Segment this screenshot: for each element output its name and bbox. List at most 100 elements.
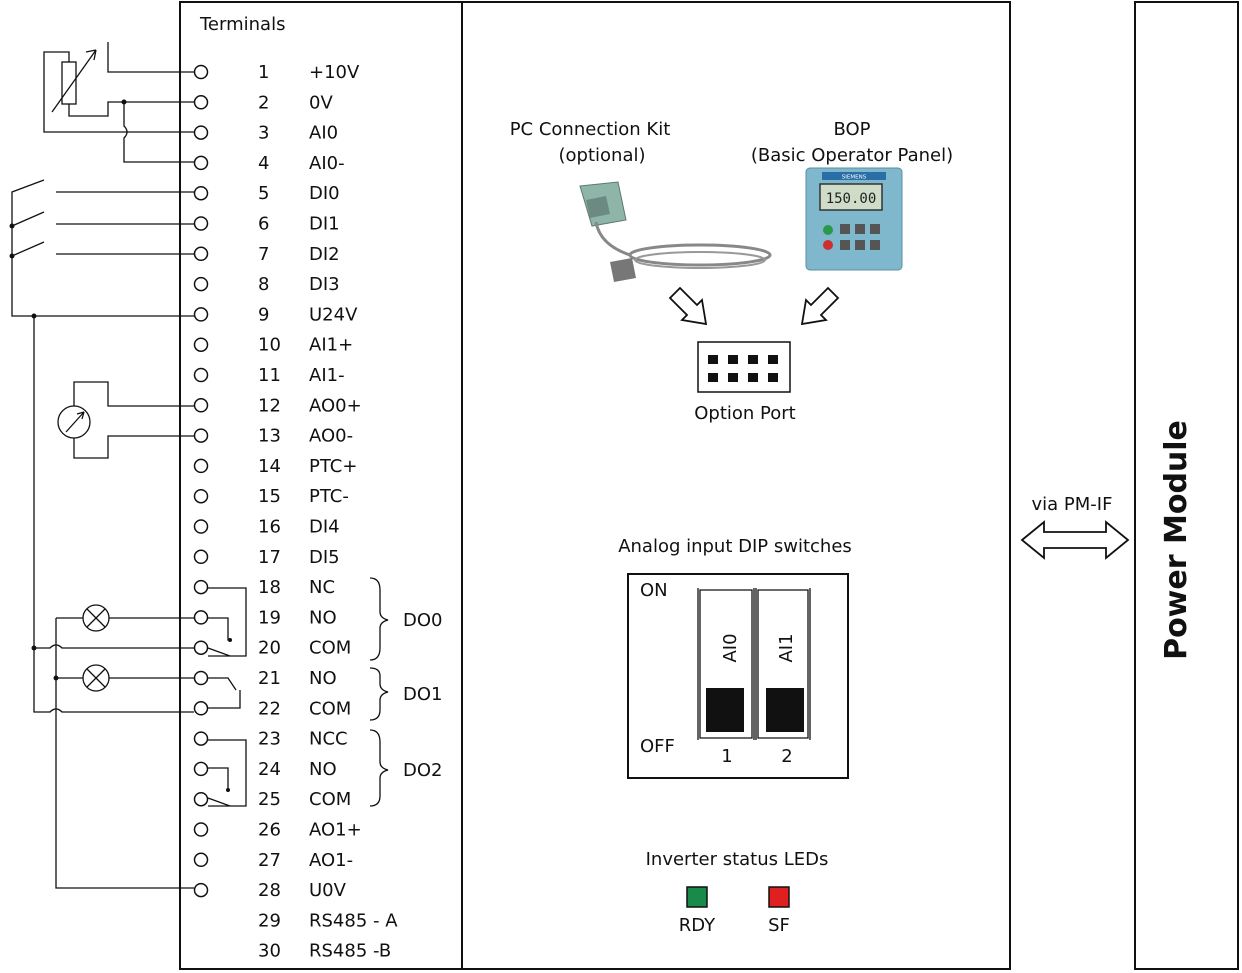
terminal-13-name: AO0-	[309, 426, 353, 447]
terminal-15-number: 15	[258, 486, 281, 507]
terminal-12-screw	[193, 398, 209, 413]
dip-sw2-label: AI1	[776, 633, 797, 662]
pc-kit-image	[579, 181, 772, 282]
terminal-3-screw	[193, 125, 209, 140]
terminal-23-name: NCC	[309, 729, 348, 750]
terminal-30-name: RS485 -B	[309, 941, 391, 962]
interface-label: via PM-IF	[1032, 494, 1113, 515]
terminal-8-screw	[193, 276, 209, 292]
dip-switch-1[interactable]: AI0	[697, 588, 755, 740]
terminal-21-name: NO	[309, 668, 337, 689]
power-module-label: Power Module	[1159, 420, 1194, 660]
relay-label-do2: DO2	[403, 760, 442, 781]
external-wiring	[9, 42, 247, 889]
bop-image: SIEMENS 150.00	[805, 167, 903, 271]
terminal-28-name: U0V	[309, 880, 347, 901]
terminal-13-screw	[193, 428, 209, 443]
terminal-25-screw	[193, 791, 209, 807]
terminal-8-name: DI3	[309, 274, 340, 295]
terminal-7-number: 7	[258, 244, 269, 265]
bop-display: 150.00	[826, 191, 877, 207]
terminal-18-number: 18	[258, 577, 281, 598]
dip-switch-2[interactable]: AI1	[755, 588, 811, 740]
terminal-6-name: DI1	[309, 214, 340, 235]
terminal-6-screw	[193, 216, 209, 231]
terminal-1-screw	[193, 64, 209, 80]
terminal-5-number: 5	[258, 183, 269, 204]
terminal-12-name: AO0+	[309, 395, 362, 416]
bop-subtitle: (Basic Operator Panel)	[751, 145, 953, 166]
terminal-18-name: NC	[309, 577, 335, 598]
terminal-25-name: COM	[309, 789, 351, 810]
terminal-30-number: 30	[258, 941, 281, 962]
terminal-3-number: 3	[258, 123, 269, 144]
terminals-header: Terminals	[199, 14, 285, 35]
terminal-5-name: DI0	[309, 183, 340, 204]
terminal-13-number: 13	[258, 426, 281, 447]
meter-icon	[57, 405, 91, 439]
terminal-12-number: 12	[258, 395, 281, 416]
terminal-29-name: RS485 - A	[309, 910, 398, 931]
terminal-28-number: 28	[258, 880, 281, 901]
terminal-5-screw	[193, 185, 209, 201]
terminal-19-name: NO	[309, 607, 337, 628]
terminal-17-screw	[193, 549, 209, 565]
terminal-9-name: U24V	[309, 304, 358, 325]
terminal-14-number: 14	[258, 456, 281, 477]
led-sf-label: SF	[768, 915, 790, 936]
terminal-24-number: 24	[258, 759, 281, 780]
dip-num-1: 1	[721, 746, 732, 767]
control-unit-panel	[461, 1, 1011, 970]
terminal-18-screw	[193, 579, 209, 595]
relay-braces	[369, 577, 389, 807]
terminal-9-screw	[193, 307, 209, 322]
terminal-19-number: 19	[258, 607, 281, 628]
dip-on-label: ON	[640, 580, 668, 601]
terminal-8-number: 8	[258, 274, 269, 295]
terminal-20-screw	[193, 640, 209, 655]
terminal-21-number: 21	[258, 668, 281, 689]
terminal-1-name: +10V	[309, 62, 360, 83]
terminal-11-number: 11	[258, 365, 281, 386]
relay-label-do0: DO0	[403, 610, 442, 631]
terminal-26-screw	[193, 822, 209, 837]
terminal-2-screw	[193, 95, 209, 110]
terminal-27-number: 27	[258, 850, 281, 871]
arrow-bop-to-port	[800, 286, 840, 326]
terminal-15-name: PTC-	[309, 486, 349, 507]
pc-kit-subtitle: (optional)	[559, 145, 646, 166]
led-rdy-indicator	[686, 886, 708, 908]
led-rdy-label: RDY	[679, 915, 716, 936]
dip-sw1-label: AI0	[720, 633, 741, 662]
terminal-2-name: 0V	[309, 92, 333, 113]
terminal-23-number: 23	[258, 729, 281, 750]
terminal-10-screw	[193, 337, 209, 352]
terminal-4-screw	[193, 155, 209, 171]
bidirectional-arrow-icon	[1020, 520, 1130, 560]
terminal-11-screw	[193, 367, 209, 383]
terminal-29-number: 29	[258, 910, 281, 931]
terminal-7-screw	[193, 246, 209, 262]
terminal-28-screw	[193, 882, 209, 898]
potentiometer-icon	[61, 61, 77, 105]
terminal-24-name: NO	[309, 759, 337, 780]
terminal-16-number: 16	[258, 517, 281, 538]
terminal-19-screw	[193, 610, 209, 625]
arrow-pc-to-port	[668, 286, 708, 326]
terminal-10-name: AI1+	[309, 335, 353, 356]
dip-title: Analog input DIP switches	[618, 536, 852, 557]
terminal-4-name: AI0-	[309, 153, 345, 174]
terminal-24-screw	[193, 761, 209, 777]
terminal-23-screw	[193, 731, 209, 746]
terminal-21-screw	[193, 670, 209, 686]
terminal-6-number: 6	[258, 214, 269, 235]
terminal-25-number: 25	[258, 789, 281, 810]
terminal-22-number: 22	[258, 698, 281, 719]
dip-num-2: 2	[781, 746, 792, 767]
option-port	[697, 341, 791, 393]
relay-label-do1: DO1	[403, 684, 442, 705]
terminal-16-name: DI4	[309, 517, 340, 538]
terminal-17-name: DI5	[309, 547, 340, 568]
